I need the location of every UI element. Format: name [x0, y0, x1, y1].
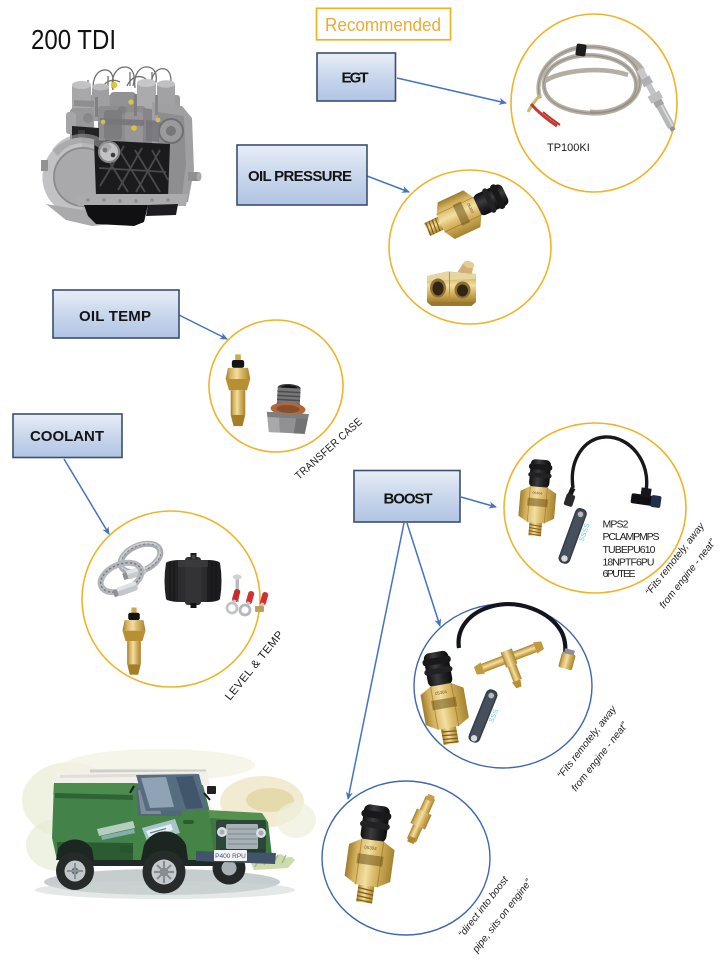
svg-text:BOOST: BOOST	[384, 490, 433, 507]
svg-text:COOLANT: COOLANT	[30, 428, 104, 445]
svg-text:OIL PRESSURE: OIL PRESSURE	[248, 168, 352, 185]
svg-text:18NPTF6PU: 18NPTF6PU	[603, 557, 655, 569]
svg-text:TUBEPU610: TUBEPU610	[603, 544, 656, 556]
svg-text:TP100KI: TP100KI	[547, 142, 590, 154]
svg-text:200 TDI: 200 TDI	[31, 24, 116, 55]
svg-text:EGT: EGT	[342, 70, 369, 87]
svg-text:MPS2: MPS2	[603, 518, 629, 530]
svg-text:P400 RPU: P400 RPU	[215, 853, 246, 860]
svg-text:SSS: SSS	[488, 708, 500, 724]
svg-text:PCLAMPMPS: PCLAMPMPS	[603, 531, 660, 543]
svg-text:Recommended: Recommended	[325, 14, 441, 35]
svg-text:OIL TEMP: OIL TEMP	[79, 308, 151, 325]
svg-text:6PUTEE: 6PUTEE	[603, 568, 636, 580]
svg-text:LEVEL & TEMP: LEVEL & TEMP	[223, 629, 286, 703]
